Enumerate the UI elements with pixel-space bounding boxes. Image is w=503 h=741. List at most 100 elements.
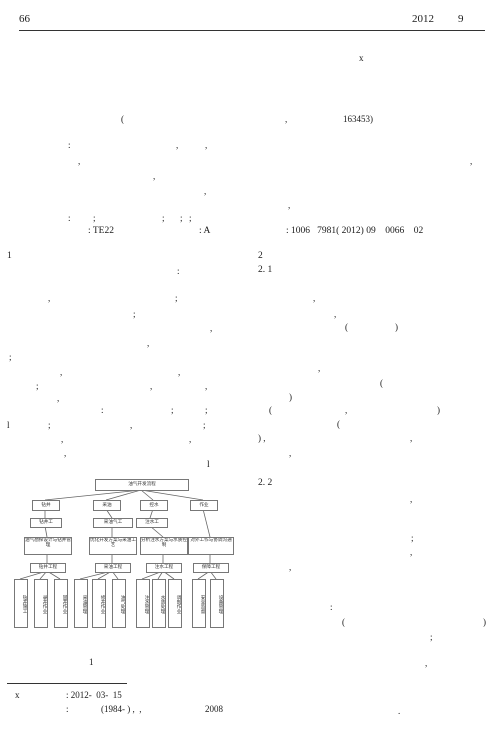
- flow-leaf-box: 修井作业: [92, 579, 106, 628]
- flow-leaf-box: 水质处理: [152, 579, 166, 628]
- text-mark: ;: [9, 352, 12, 362]
- figure-caption: 1: [89, 657, 94, 667]
- text-mark: (: [269, 405, 272, 415]
- abstract-mark: ,: [78, 156, 81, 166]
- clc-number: : TE22: [88, 226, 114, 236]
- text-mark: l: [7, 420, 10, 430]
- flow-level2-box: 钻井: [32, 500, 60, 511]
- title-footnote-mark: x: [359, 53, 364, 63]
- document-code: : A: [199, 226, 211, 236]
- footnote-author-birth: (1984- ) , ,: [101, 704, 142, 714]
- flow-leaf-box: 注水管理: [136, 579, 150, 628]
- text-mark: ,: [313, 293, 316, 303]
- text-mark: ,: [289, 448, 292, 458]
- text-mark: (: [380, 378, 383, 388]
- keywords-mark: ;: [162, 213, 165, 223]
- text-mark: :: [101, 405, 104, 415]
- keywords-mark: :: [68, 213, 71, 223]
- text-mark: (: [345, 322, 348, 332]
- text-mark: ,: [60, 367, 63, 377]
- footnote-graduation-year: 2008: [205, 704, 223, 714]
- text-mark: ;: [48, 420, 51, 430]
- abstract-mark: ,: [205, 140, 208, 150]
- footnote-rule: [7, 683, 127, 684]
- section-2-heading: 2: [258, 251, 263, 261]
- text-mark: ,: [289, 562, 292, 572]
- text-mark: ,: [410, 547, 413, 557]
- text-mark: ,: [130, 420, 133, 430]
- abstract-mark: ,: [176, 140, 179, 150]
- text-mark: ;: [411, 533, 414, 543]
- flow-level3-box: 钻井工: [30, 518, 62, 528]
- text-mark: ;: [203, 420, 206, 430]
- affiliation-postcode: 163453): [343, 114, 373, 124]
- abstract-mark: ,: [204, 186, 207, 196]
- keywords-mark: ;: [93, 213, 96, 223]
- text-mark: ,: [410, 433, 413, 443]
- text-mark: (: [337, 419, 340, 429]
- text-mark: :: [177, 266, 180, 276]
- text-mark: ,: [178, 367, 181, 377]
- affiliation-open-paren: (: [121, 114, 124, 124]
- text-mark: ,: [61, 434, 64, 444]
- abstract-mark: ,: [288, 200, 291, 210]
- flow-leaf-box: 采油管理: [74, 579, 88, 628]
- flow-leaf-box: 录井作业: [34, 579, 48, 628]
- flow-level4-box: 分析注水方案与水质控制: [140, 537, 188, 555]
- text-mark: ,: [345, 405, 348, 415]
- flow-level3-box: 采油气工: [93, 518, 133, 528]
- text-mark: ;: [205, 405, 208, 415]
- flow-leaf-box: 钻井施工: [14, 579, 28, 628]
- flow-level3-box: 注水工: [136, 518, 168, 528]
- text-mark: ,: [425, 658, 428, 668]
- flow-level5-box: 采油工程: [95, 563, 131, 573]
- flow-root-box: 油气开发流程: [95, 479, 189, 491]
- flow-level5-box: 钻井工程: [30, 563, 66, 573]
- text-mark: (: [342, 617, 345, 627]
- text-mark: :: [330, 602, 333, 612]
- text-mark: ;: [430, 632, 433, 642]
- text-mark: ,: [318, 363, 321, 373]
- text-mark: ): [437, 405, 440, 415]
- journal-issue: 9: [458, 13, 464, 25]
- flow-level2-box: 控水: [140, 500, 168, 511]
- flow-leaf-box: 调剖作业: [168, 579, 182, 628]
- text-mark: ,: [57, 393, 60, 403]
- flow-level4-box: 对外工作与协调沟通: [188, 537, 234, 555]
- affiliation-comma: ,: [285, 114, 288, 124]
- flow-leaf-box: 固井作业: [54, 579, 68, 628]
- text-mark: ,: [150, 381, 153, 391]
- text-mark: ): [395, 322, 398, 332]
- text-mark: ,: [410, 494, 413, 504]
- flow-level2-box: 作业: [190, 500, 218, 511]
- flow-level4-box: 油气勘探设计与钻井管理: [24, 537, 72, 555]
- text-mark: ): [483, 617, 486, 627]
- text-mark: ): [289, 392, 292, 402]
- text-mark: ;: [175, 293, 178, 303]
- text-mark: ,: [205, 381, 208, 391]
- footnote-received-date: : 2012- 03- 15: [66, 690, 122, 700]
- section-1-heading: 1: [7, 251, 12, 261]
- figure-reference: l: [207, 460, 210, 470]
- flow-level5-box: 注水工程: [146, 563, 182, 573]
- article-id: : 1006 7981( 2012) 09 0066 02: [286, 226, 424, 236]
- text-mark: ,: [334, 309, 337, 319]
- flow-leaf-box: 油气处理: [112, 579, 126, 628]
- flow-leaf-box: 安全监督: [192, 579, 206, 628]
- keywords-mark: ;: [189, 213, 192, 223]
- flow-level4-box: 优化开发方案与采油工艺: [89, 537, 137, 555]
- page-number: 66: [19, 13, 30, 25]
- text-mark: ,: [189, 434, 192, 444]
- subsection-2-1-heading: 2. 1: [258, 265, 273, 275]
- text-mark: ,: [210, 323, 213, 333]
- text-mark: .: [398, 706, 401, 716]
- journal-year: 2012: [412, 13, 434, 25]
- text-mark: ,: [64, 448, 67, 458]
- flow-level5-box: 保障工程: [193, 563, 229, 573]
- footnote-mark: x: [15, 690, 20, 700]
- abstract-mark: :: [68, 140, 71, 150]
- header-rule: [19, 30, 485, 31]
- text-mark: ;: [36, 381, 39, 391]
- abstract-mark: ,: [153, 171, 156, 181]
